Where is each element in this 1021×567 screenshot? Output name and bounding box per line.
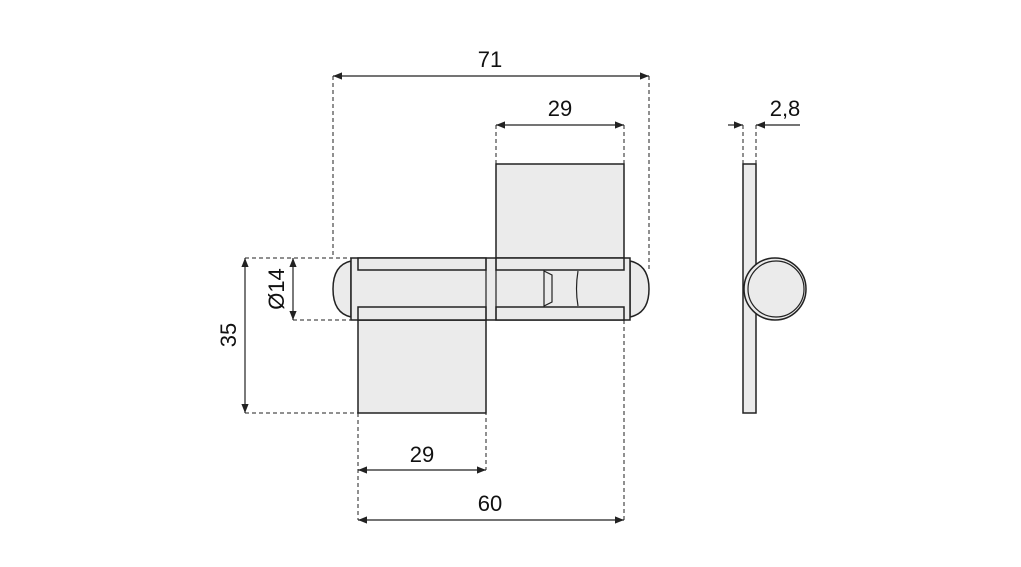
right-cap: [629, 260, 650, 318]
dim-thickness: 2,8: [770, 96, 801, 121]
dim-overall-width: 71: [478, 47, 502, 72]
pin-groove: [543, 270, 553, 307]
dim-height: 35: [216, 323, 241, 347]
hinge-front-view: [332, 163, 650, 414]
top-leaf: [495, 163, 625, 271]
dim-pin-diameter: Ø14: [264, 268, 289, 310]
dim-top-leaf-width: 29: [548, 96, 572, 121]
hinge-side-view: [742, 163, 807, 414]
dim-leaves-width: 60: [478, 491, 502, 516]
dim-bottom-leaf-width: 29: [410, 442, 434, 467]
dimension-lines: [241, 72, 800, 524]
bottom-leaf: [357, 319, 487, 414]
extension-lines: [245, 76, 757, 520]
left-cap: [332, 260, 352, 318]
